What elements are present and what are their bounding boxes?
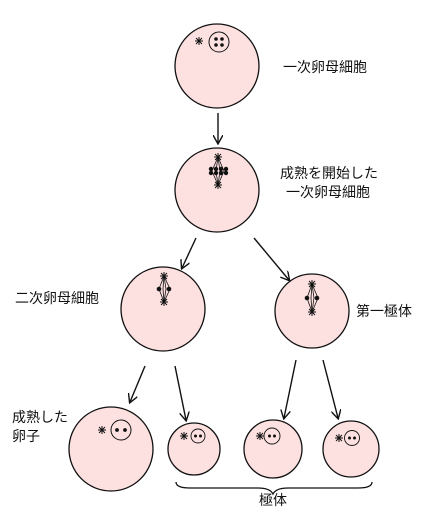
maturing-primary-oocyte-cell — [174, 147, 260, 233]
arrow-to-polar-body-3 — [322, 359, 338, 418]
label-maturing-oocyte-line1: 成熟を開始した — [280, 166, 378, 182]
arrow-to-polar-body-1 — [174, 365, 186, 420]
primary-oocyte-cell — [174, 23, 260, 109]
label-polar-bodies: 極体 — [259, 493, 287, 509]
polar-body-2-cell — [243, 419, 303, 479]
first-polar-body-cell — [274, 273, 350, 349]
mature-egg-cell — [68, 406, 154, 492]
label-secondary-oocyte: 二次卵母細胞 — [15, 291, 99, 307]
arrow-to-secondary-oocyte — [182, 237, 197, 268]
arrow-to-polar-body-2 — [284, 359, 297, 418]
label-maturing-oocyte-line2: 一次卵母細胞 — [286, 185, 370, 201]
polar-body-1-cell — [167, 422, 221, 476]
secondary-oocyte-cell — [120, 266, 206, 352]
arrow-to-first-polar-body — [253, 237, 289, 280]
label-mature-egg-line1: 成熟した — [12, 410, 68, 426]
label-primary-oocyte: 一次卵母細胞 — [283, 60, 367, 76]
label-first-polar-body: 第一極体 — [356, 304, 412, 320]
polar-bodies-bracket — [175, 481, 373, 496]
label-mature-egg-line2: 卵子 — [12, 429, 40, 445]
arrow-to-mature-egg — [130, 365, 146, 402]
polar-body-3-cell — [322, 420, 380, 478]
